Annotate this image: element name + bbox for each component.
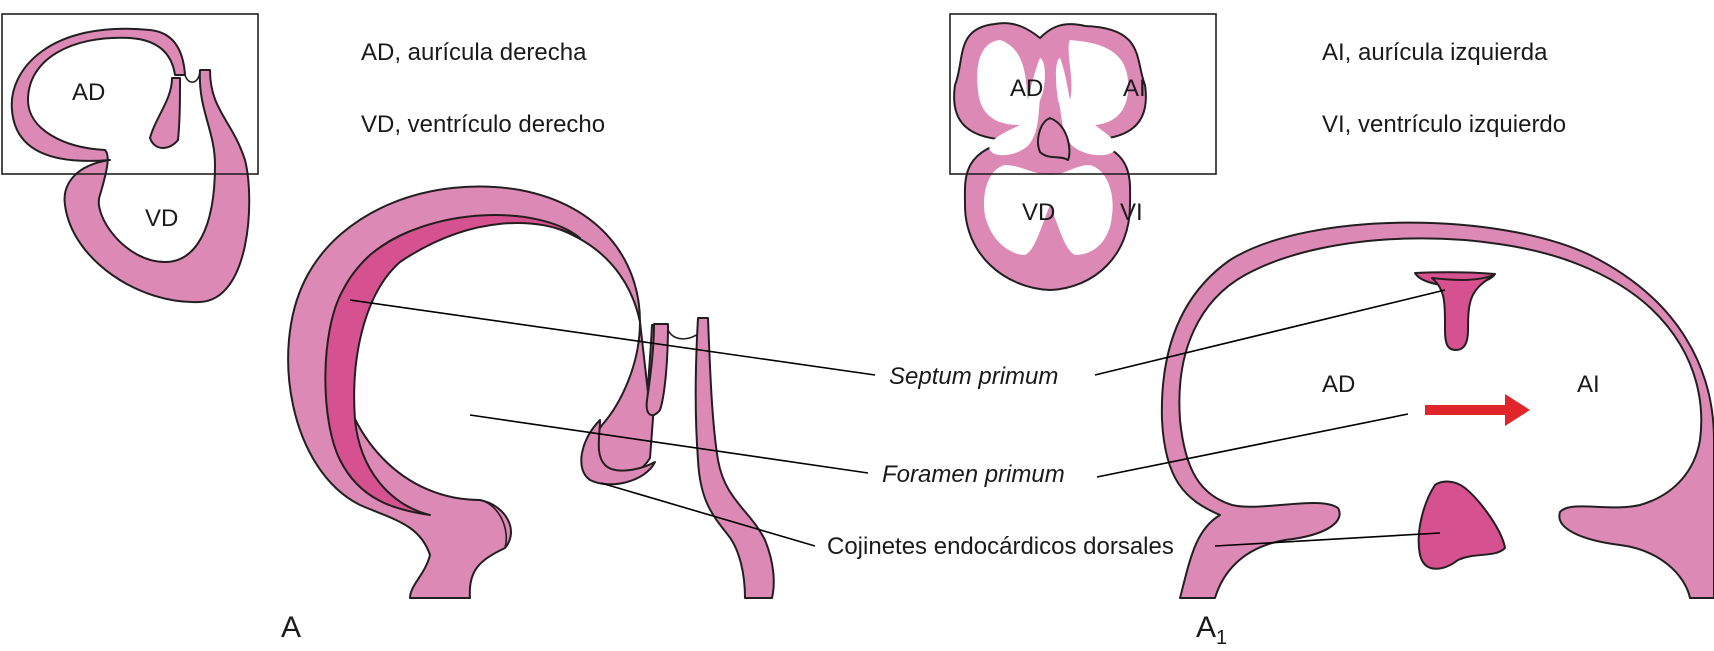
thumb-a-septum <box>149 77 181 149</box>
section-a1-label-ad: AD <box>1322 371 1355 398</box>
panel-label-a: A <box>281 611 301 644</box>
section-a-septum-primum <box>324 214 581 516</box>
section-a-endocardial-cushion <box>580 419 656 486</box>
thumb-a1-ventricle-cavity <box>984 165 1113 255</box>
thumb-a1-ra-cavity <box>977 40 1045 156</box>
thumb-a1-label-vd: VD <box>1022 199 1055 226</box>
legend-vi: VI, ventrículo izquierdo <box>1322 111 1566 138</box>
thumb-a1-frame <box>949 13 1217 175</box>
legend-vd: VD, ventrículo derecho <box>361 111 605 138</box>
legend-ai: AI, aurícula izquierda <box>1322 39 1548 66</box>
section-a1-flow-arrow <box>1425 394 1530 426</box>
section-a1-label-ai: AI <box>1577 371 1600 398</box>
section-a1-dorsal-cushion <box>1417 480 1506 570</box>
thumbnail-a: AD VD <box>1 13 259 304</box>
section-a1-septum-primum <box>1431 274 1495 351</box>
thumb-a1-label-ai: AI <box>1123 75 1146 102</box>
panel-label-a1-subscript: 1 <box>1216 627 1227 649</box>
thumb-a1-central-cushion <box>1037 117 1071 161</box>
leader-foramen-left <box>469 414 869 474</box>
thumb-a-frame <box>1 13 259 175</box>
legend-ad: AD, aurícula derecha <box>361 39 587 66</box>
leader-cojinetes-left <box>600 482 816 547</box>
panel-label-a1-main: A <box>1196 611 1216 644</box>
thumb-a-opening <box>184 71 201 83</box>
callout-cojinetes: Cojinetes endocárdicos dorsales <box>827 533 1174 560</box>
section-a1-atrial-wall <box>1160 221 1714 599</box>
thumb-a-heart-wall <box>10 27 251 304</box>
leader-septum-left <box>349 299 876 376</box>
thumb-a1-la-cavity <box>1055 40 1129 156</box>
section-a-cushion-line <box>479 499 507 549</box>
leader-septum-right <box>1094 289 1446 376</box>
leader-lines <box>349 289 1446 547</box>
callout-septum-primum: Septum primum <box>889 363 1058 390</box>
section-a1: AD AI <box>1160 221 1714 599</box>
leader-foramen-right <box>1096 413 1409 478</box>
section-a-inner-septum-ridge <box>645 323 669 417</box>
section-a <box>287 185 775 599</box>
thumb-a1-label-ad: AD <box>1010 75 1043 102</box>
callout-foramen-primum: Foramen primum <box>882 461 1065 488</box>
thumb-a1-label-vi: VI <box>1120 199 1143 226</box>
leader-cojinetes-right <box>1214 532 1441 547</box>
thumb-a-label-vd: VD <box>145 205 178 232</box>
panel-label-a1: A1 <box>1196 611 1227 649</box>
thumbnail-a1: AD AI VD VI <box>949 13 1217 291</box>
thumb-a-label-ad: AD <box>72 79 105 106</box>
